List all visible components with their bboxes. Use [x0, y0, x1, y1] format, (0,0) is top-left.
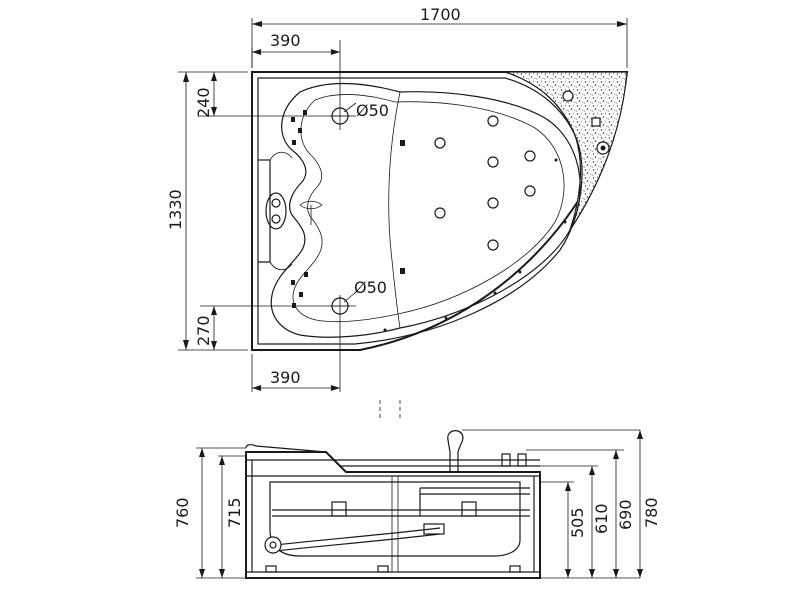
dim-height-715: 715	[225, 497, 244, 528]
side-body	[245, 451, 541, 579]
floor-jets	[434, 115, 536, 251]
rim-dots	[383, 158, 567, 332]
dim-overall-depth: 1330	[166, 189, 185, 230]
left-side-jets	[291, 110, 405, 308]
dim-height-760: 760	[173, 497, 192, 528]
drain-dia-label-upper: Ø50	[356, 101, 389, 120]
control-panel	[265, 192, 287, 230]
drain-dia-label-lower: Ø50	[354, 278, 387, 297]
tub-rim-line	[257, 77, 583, 345]
dim-height-690: 690	[616, 499, 635, 530]
basin-center-seam	[388, 91, 401, 329]
dim-overall-width: 1700	[420, 5, 461, 24]
basin-outer	[270, 83, 581, 338]
dim-drain-from-bottom: 270	[194, 315, 213, 346]
top-dimensions: 1700 390 1330 240 270 390	[166, 5, 628, 392]
dim-drain-from-top: 240	[194, 87, 213, 118]
control-knob-lower	[271, 214, 281, 224]
shelf-fitting-2	[591, 117, 601, 127]
faucet	[447, 430, 464, 473]
side-dimensions: 760 715 505 610 690 780	[173, 430, 661, 579]
control-knob-upper	[271, 198, 281, 208]
side-view	[245, 400, 640, 579]
dim-height-610: 610	[592, 503, 611, 534]
top-view: Ø50 Ø50	[200, 40, 629, 392]
side-tub-inner	[269, 481, 521, 557]
dim-height-780: 780	[642, 497, 661, 528]
dim-drain-offset-bottom: 390	[270, 368, 301, 387]
dim-drain-offset-top: 390	[270, 31, 301, 50]
granite-shelf	[504, 71, 628, 231]
headrest-strip	[258, 159, 271, 263]
shelf-fitting-1	[562, 90, 574, 102]
basin-inner	[292, 93, 565, 323]
dim-height-505: 505	[568, 507, 587, 538]
